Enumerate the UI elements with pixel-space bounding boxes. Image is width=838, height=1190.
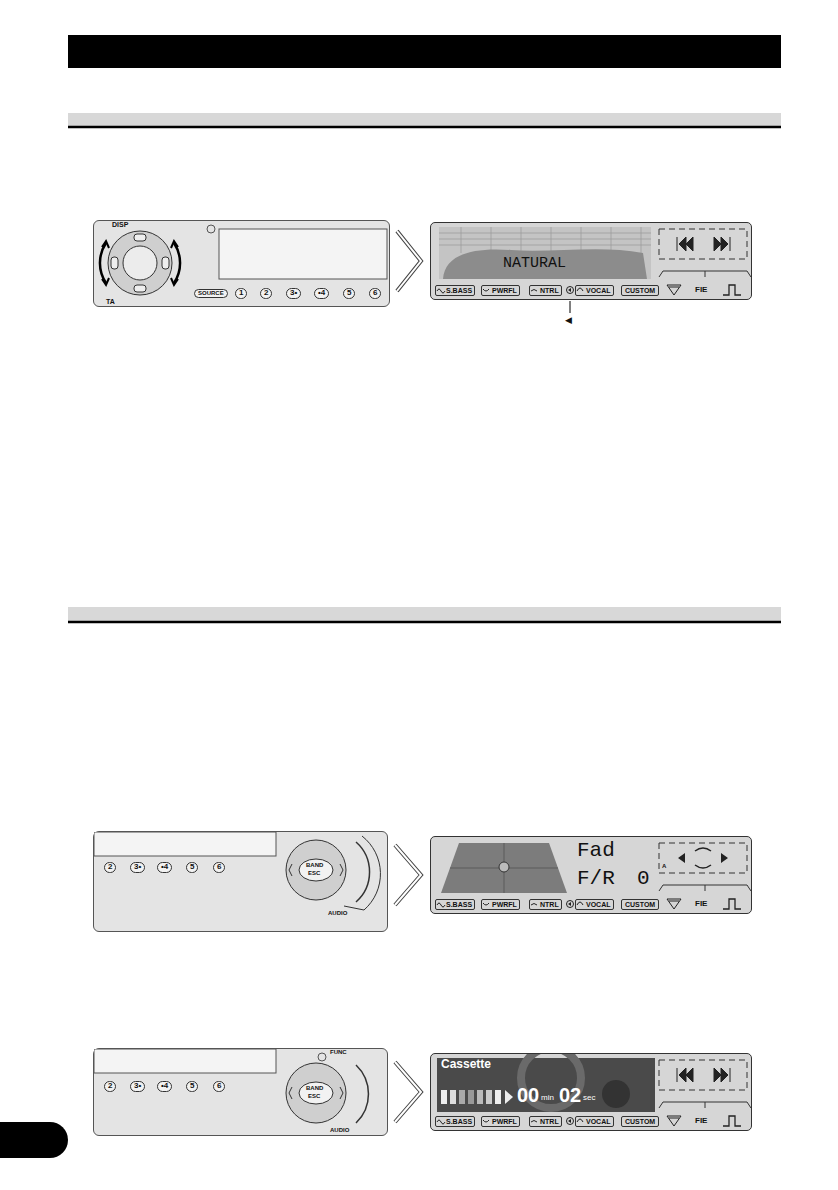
mode-indicator: VOCAL <box>575 285 614 296</box>
mode-indicator: S.BASS <box>435 1116 475 1127</box>
button-label: 3• <box>130 862 145 873</box>
button-label: 5 <box>186 1081 198 1092</box>
step-chevron <box>395 845 421 905</box>
button-label: •4 <box>157 1081 172 1092</box>
button-label: •4 <box>157 862 172 873</box>
button-label: 2 <box>260 288 272 299</box>
device-text: 00 <box>517 1084 539 1106</box>
mode-indicator: CUSTOM <box>621 899 659 910</box>
button-label: 5 <box>186 862 198 873</box>
mode-indicator: NTRL <box>529 1116 562 1127</box>
device-text: sec <box>583 1094 595 1103</box>
device-text: 0 <box>637 867 650 890</box>
device-text: ESC <box>308 870 320 877</box>
device-text: FUNC <box>330 1049 347 1056</box>
button-label: •4 <box>314 288 329 299</box>
mode-indicator: CUSTOM <box>621 1116 659 1127</box>
mode-indicator: PWRFL <box>481 899 520 910</box>
button-label: 3• <box>286 288 301 299</box>
button-label: SOURCE <box>194 289 228 298</box>
device-text: AUDIO <box>330 1127 349 1134</box>
device-text: TA <box>106 298 115 306</box>
device-text: Cassette <box>441 1058 491 1071</box>
device-text: F/R <box>577 867 615 890</box>
mode-indicator: PWRFL <box>481 285 520 296</box>
button-label: 2 <box>104 1081 116 1092</box>
button-label: 6 <box>213 1081 225 1092</box>
mode-indicator: S.BASS <box>435 285 475 296</box>
device-text: FIE <box>695 900 707 909</box>
section-band <box>68 607 781 621</box>
device-text: NATURAL <box>503 256 566 273</box>
button-label: 2 <box>104 862 116 873</box>
device-illustration <box>94 1049 389 1137</box>
device-illustration <box>94 832 389 933</box>
mode-indicator: VOCAL <box>575 1116 614 1127</box>
section-band <box>68 113 781 126</box>
lcd-display: FadF/R 0 A S.BASS PWRFL NTRL VOCAL CUSTOM FIE <box>430 836 752 914</box>
control-panel: FUNC BANDESC AUDIO 2 3• •4 5 6 <box>93 1048 388 1136</box>
device-text: DISP <box>112 221 128 229</box>
section-rule <box>68 621 781 624</box>
page-tab <box>0 1122 68 1158</box>
mode-indicator: VOCAL <box>575 899 614 910</box>
control-panel: DISP TA SOURCE 1 2 3• •4 5 6 <box>93 220 390 307</box>
device-text: BAND <box>306 1085 323 1092</box>
device-text: Fad <box>577 839 615 862</box>
control-panel: BANDESC AUDIO 2 3• •4 5 6 <box>93 831 388 932</box>
device-text: BAND <box>306 862 323 869</box>
device-text: min <box>541 1094 554 1103</box>
device-text: 02 <box>559 1084 581 1106</box>
button-label: 5 <box>343 288 355 299</box>
section-rule <box>68 126 781 129</box>
lcd-display: Cassette 00min 02secS.BASS PWRFL NTRL VOCAL CU… <box>430 1053 752 1131</box>
device-text: AUDIO <box>328 910 347 917</box>
button-label: 1 <box>235 288 247 299</box>
mode-indicator: CUSTOM <box>621 285 659 296</box>
lcd-display: NATURAL S.BASS PWRFL NTRL VOCAL CUSTOM FIE <box>430 222 752 300</box>
callout-marker: ◀ <box>565 315 572 325</box>
mode-indicator: NTRL <box>529 899 562 910</box>
mode-indicator: NTRL <box>529 285 562 296</box>
button-label: 3• <box>130 1081 145 1092</box>
step-chevron <box>395 1062 421 1122</box>
device-text: A <box>662 863 666 870</box>
leader-line <box>570 301 571 313</box>
device-text: FIE <box>695 286 707 295</box>
button-label: 6 <box>369 288 381 299</box>
mode-indicator: PWRFL <box>481 1116 520 1127</box>
button-label: 6 <box>213 862 225 873</box>
device-text: FIE <box>695 1117 707 1126</box>
device-text: ESC <box>308 1093 320 1100</box>
header-bar <box>68 35 781 68</box>
mode-indicator: S.BASS <box>435 899 475 910</box>
step-chevron <box>397 231 421 291</box>
